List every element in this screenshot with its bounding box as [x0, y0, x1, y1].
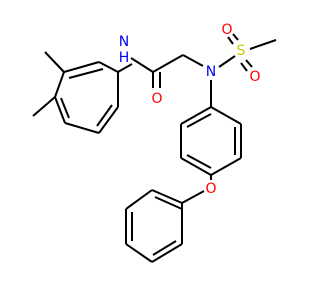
bond	[152, 54, 184, 73]
bond	[98, 61, 119, 73]
bond	[125, 189, 153, 210]
bonds	[32, 33, 277, 263]
sulfur-label: S	[237, 43, 246, 59]
bond	[210, 106, 242, 125]
bond	[218, 55, 236, 68]
bond	[117, 63, 133, 73]
background	[0, 0, 300, 300]
bond	[151, 243, 183, 263]
bond	[152, 240, 177, 256]
sulfonamide-nitrogen-label: N	[206, 64, 216, 80]
bond	[98, 106, 119, 134]
bond	[96, 104, 113, 127]
sulfonyl-oxygen-upper-label: O	[221, 22, 232, 38]
bond	[151, 189, 183, 204]
ether-oxygen-label: O	[205, 181, 216, 197]
bond	[54, 96, 66, 124]
bond	[180, 157, 212, 176]
amide-nitrogen-label: N	[119, 34, 129, 50]
sulfonyl-oxygen-lower-label: O	[249, 69, 260, 85]
bond	[181, 190, 205, 204]
bond	[54, 71, 65, 98]
bond	[60, 97, 70, 119]
bond	[154, 196, 183, 210]
bond	[245, 59, 253, 68]
bond	[182, 54, 204, 67]
bond	[232, 33, 239, 41]
bond	[64, 122, 100, 134]
bond	[63, 61, 100, 73]
bond	[240, 62, 248, 72]
bond	[68, 68, 104, 79]
bond	[186, 113, 212, 128]
bond	[210, 157, 242, 176]
bond	[130, 57, 154, 73]
bond	[44, 51, 65, 73]
bond	[32, 96, 56, 117]
carbonyl-oxygen-label: O	[151, 91, 162, 107]
molecule-structure: N H O N S O O O	[0, 0, 300, 300]
bond	[249, 39, 277, 50]
bond	[227, 36, 234, 45]
bond	[186, 154, 212, 169]
bond	[125, 243, 153, 263]
amide-hydrogen-label: H	[119, 50, 130, 66]
atom-labels: N H O N S O O O	[119, 22, 261, 197]
bond	[180, 106, 212, 125]
